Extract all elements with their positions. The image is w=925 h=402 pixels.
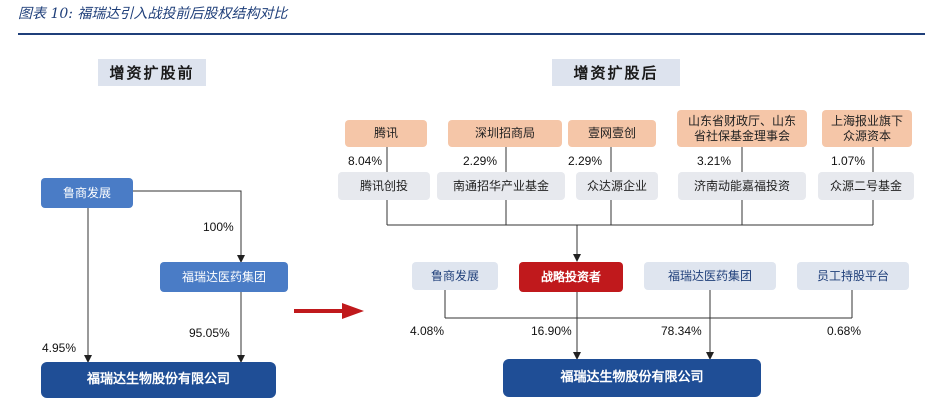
before-pct-lushang-group: 100% (203, 220, 234, 234)
shareholder-pct-strategic: 16.90% (531, 324, 572, 338)
figure-caption: 图表 10: 福瑞达引入战投前后股权结构对比 (18, 6, 288, 22)
investor-vehicle-3: 众达源企业 (576, 172, 658, 200)
after-company-box: 福瑞达生物股份有限公司 (503, 359, 761, 397)
investor-owner-5: 上海报业旗下众源资本 (822, 110, 912, 147)
investor-vehicle-1: 腾讯创投 (338, 172, 430, 200)
shareholder-group: 福瑞达医药集团 (644, 262, 776, 290)
shareholder-esop: 员工持股平台 (797, 262, 909, 290)
investor-owner-3: 壹网壹创 (568, 120, 656, 147)
investor-vehicle-2: 南通招华产业基金 (437, 172, 565, 200)
investor-pct-3: 2.29% (568, 154, 603, 168)
shareholder-pct-lushang: 4.08% (410, 324, 445, 338)
after-header: 增资扩股后 (552, 59, 680, 86)
before-company-box: 福瑞达生物股份有限公司 (41, 362, 276, 398)
before-group-box: 福瑞达医药集团 (160, 262, 288, 292)
before-pct-group-company: 95.05% (189, 326, 230, 340)
investor-owner-2: 深圳招商局 (448, 120, 562, 147)
investor-pct-2: 2.29% (463, 154, 498, 168)
shareholder-strategic-investors: 战略投资者 (519, 262, 623, 292)
shareholder-pct-esop: 0.68% (827, 324, 862, 338)
investor-owner-4: 山东省财政厅、山东省社保基金理事会 (677, 110, 807, 147)
investor-pct-1: 8.04% (348, 154, 383, 168)
investor-pct-4: 3.21% (697, 154, 732, 168)
investor-owner-1: 腾讯 (345, 120, 427, 147)
before-pct-lushang-company: 4.95% (42, 341, 77, 355)
investor-vehicle-4: 济南动能嘉福投资 (678, 172, 806, 200)
investor-vehicle-5: 众源二号基金 (818, 172, 914, 200)
investor-pct-5: 1.07% (831, 154, 866, 168)
before-header: 增资扩股前 (98, 59, 206, 86)
shareholder-pct-group: 78.34% (661, 324, 702, 338)
before-lushang-box: 鲁商发展 (41, 178, 133, 208)
caption-rule (18, 33, 925, 35)
shareholder-lushang: 鲁商发展 (412, 262, 498, 290)
